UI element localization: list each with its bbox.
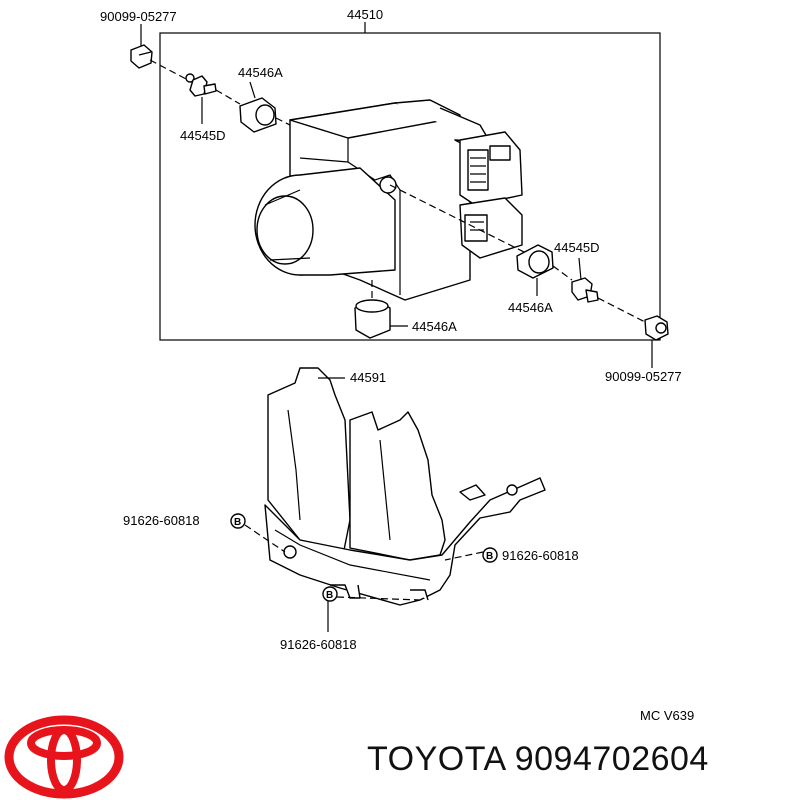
label-collar-left: 44545D <box>180 128 226 143</box>
assembly-frame <box>159 32 661 341</box>
nut-bottom <box>644 315 669 341</box>
label-nut-top: 90099-05277 <box>100 9 177 24</box>
collar-right <box>571 277 599 303</box>
bolt-marker-right: B <box>482 547 498 563</box>
svg-text:B: B <box>234 517 241 528</box>
label-cushion-right: 44546A <box>508 300 553 315</box>
cushion-bottom <box>354 299 391 339</box>
label-bolt-bottom: 91626-60818 <box>280 637 357 652</box>
svg-text:B: B <box>326 590 333 601</box>
abs-actuator <box>254 99 523 301</box>
label-bolt-left: 91626-60818 <box>123 513 200 528</box>
label-nut-bottom: 90099-05277 <box>605 369 682 384</box>
part-number: 9094702604 <box>514 740 709 778</box>
label-bolt-right: 91626-60818 <box>502 548 579 563</box>
bracket <box>264 367 546 606</box>
svg-text:B: B <box>486 551 493 562</box>
cushion-top <box>239 97 277 133</box>
label-assembly: 44510 <box>347 7 383 22</box>
label-cushion-top: 44546A <box>238 65 283 80</box>
nut-top <box>130 44 153 69</box>
label-collar-right: 44545D <box>554 240 600 255</box>
collar-left <box>185 73 217 97</box>
brand-part-number: TOYOTA 9094702604 <box>367 740 709 779</box>
toyota-logo <box>4 715 124 799</box>
label-bracket: 44591 <box>350 370 386 385</box>
diagram-code: MC V639 <box>640 708 695 723</box>
bolt-marker-left: B <box>230 513 246 529</box>
cushion-right <box>516 244 554 279</box>
label-cushion-bottom: 44546A <box>412 319 457 334</box>
bolt-marker-bottom: B <box>322 586 338 602</box>
brand-name: TOYOTA <box>367 740 505 778</box>
